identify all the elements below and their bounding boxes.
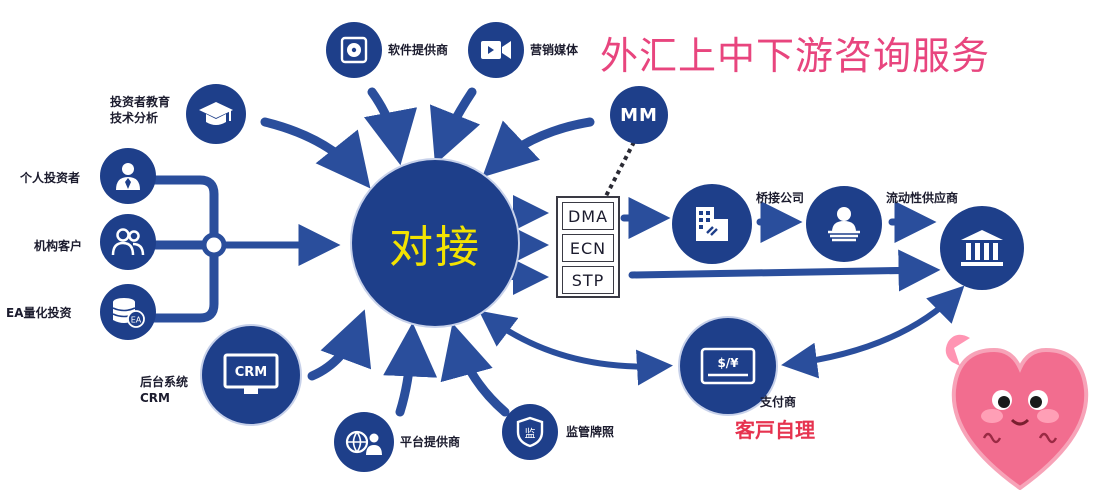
liquidity-label: 流动性供应商 [886,191,959,205]
institution-label: 机构客户 [34,239,83,253]
group-icon [111,228,145,256]
page-title: 外汇上中下游咨询服务 [600,34,991,78]
mm-badge: MM [620,104,658,126]
individual-investor-node[interactable] [100,148,156,204]
client-self-label: 客戸自理 [735,418,815,442]
marketing-node[interactable] [468,22,524,78]
software-node[interactable] [326,22,382,78]
heart-mascot [940,320,1100,490]
hub-label: 对接 [389,222,481,273]
payment-label: 支付商 [760,395,797,409]
ea-quant-label: EA量化投资 [6,306,72,320]
mm-node[interactable]: MM [610,86,668,144]
platform-label: 平台提供商 [400,435,461,449]
payment-bank-arrow [781,285,965,379]
hub-payment-arrow [478,310,673,386]
stp-bank-arrow [628,249,941,292]
bridge-label: 桥接公司 [756,191,805,205]
person-tie-icon [116,163,140,190]
mm-arrow [482,117,595,178]
hub-circle[interactable]: 对接 [352,160,518,326]
route-stp[interactable]: STP [562,266,614,294]
payment-node[interactable]: $/¥ [680,318,776,414]
database-ea-icon: EA [112,298,145,328]
bridge-node[interactable] [672,184,752,264]
regulation-arrow [440,322,510,417]
route-ecn[interactable]: ECN [562,234,614,262]
bank-icon [961,230,1003,266]
disc-icon [340,36,368,64]
crm-screen-text: CRM [235,365,268,380]
heart-icon [945,334,1089,490]
shield-icon: 监 [516,416,544,448]
institution-node[interactable] [100,214,156,270]
building-link-icon [696,207,728,241]
shield-text: 监 [525,427,536,440]
mm-dotted-link [604,141,636,197]
bank-node[interactable] [940,206,1024,290]
routing-box: DMA ECN STP [556,196,620,298]
software-arrow [363,87,418,166]
liquidity-node[interactable] [806,186,882,262]
route-dma[interactable]: DMA [562,202,614,230]
platform-arrow [383,322,438,417]
ea-badge-text: EA [131,316,142,325]
broker-icon [828,207,860,242]
video-camera-icon [481,41,511,59]
globe-user-icon [345,430,382,455]
software-label: 软件提供商 [388,43,449,57]
crm-label: 后台系统 CRM [140,375,189,405]
crm-node[interactable]: CRM [202,326,300,424]
marketing-arrow [429,87,481,165]
ea-quant-node[interactable]: EA [100,284,156,340]
card-text: $/¥ [717,356,739,370]
platform-node[interactable] [334,412,394,472]
individual-investor-label: 个人投资者 [20,171,81,185]
education-node[interactable] [186,84,246,144]
marketing-label: 营销媒体 [530,43,579,57]
graduation-cap-icon [199,102,233,125]
crm-arrow [307,309,372,381]
education-label: 投资者教育 技术分析 [110,95,171,125]
card-icon: $/¥ [700,347,756,385]
education-arrow [260,117,371,189]
left-junction [201,232,227,258]
regulation-node[interactable]: 监 [502,404,558,460]
monitor-icon: CRM [223,353,279,394]
regulation-label: 监管牌照 [566,425,615,439]
